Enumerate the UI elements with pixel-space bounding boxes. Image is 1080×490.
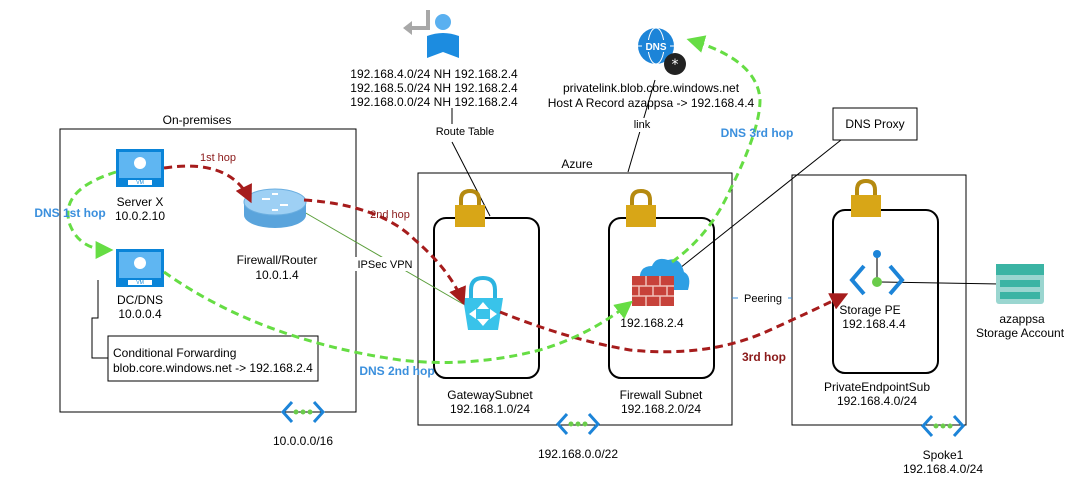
server-x-vm-icon [116,149,164,187]
router-icon [243,188,307,228]
dc-dns-ip: 10.0.0.4 [118,307,162,321]
route-table-connector [451,141,491,217]
dc-dns-name: DC/DNS [117,293,163,307]
green-path-dns1 [66,170,117,259]
server-x-ip: 10.0.2.10 [115,209,165,223]
storage-pe-name: Storage PE [839,303,900,317]
route-table-label: Route Table [436,126,495,138]
red-path-hop2 [303,198,466,306]
dns-zone-name: privatelink.blob.core.windows.net [563,81,740,95]
storage-account-icon [996,264,1044,304]
pe-subnet-name: PrivateEndpointSub [824,380,930,394]
storage-account-name: azappsa [999,312,1045,326]
gateway-subnet-lock-icon [455,188,485,227]
dns-proxy-label: DNS Proxy [845,117,904,131]
server-x-vm-badge: VM [136,180,144,186]
pe-subnet-lock-icon [851,178,881,217]
azure-firewall-icon [632,258,690,306]
conditional-forwarding-title: Conditional Forwarding [113,346,236,360]
hop-2-label: 2nd hop [370,209,410,221]
onprem-vnet-icon [280,400,326,424]
spoke-boundary [791,174,967,426]
dns-proxy-box [832,107,918,141]
dns-hop-1-label: DNS 1st hop [34,206,105,220]
dns-proxy-connector [679,139,842,269]
pe-subnet-box [832,209,939,374]
route-line-2: 192.168.5.0/24 NH 192.168.2.4 [350,81,518,95]
dns-link-label: link [634,119,651,131]
vpn-gateway-icon [463,275,503,330]
firewall-subnet-box [608,217,715,379]
svg-text:*: * [672,57,679,73]
dns-zone-icon: DNS * [638,27,686,75]
firewall-subnet-name: Firewall Subnet [620,388,703,402]
storage-pe-ip: 192.168.4.4 [842,317,906,331]
firewall-subnet-cidr: 192.168.2.0/24 [621,402,701,416]
onprem-title: On-premises [163,113,232,127]
firewall-ip: 192.168.2.4 [620,316,684,330]
azure-title: Azure [561,157,593,171]
azure-boundary [417,172,733,426]
router-name: Firewall/Router [237,253,318,267]
hop-1-label: 1st hop [200,152,236,164]
azure-vnet-cidr: 192.168.0.0/22 [538,447,618,461]
private-endpoint-icon [849,250,905,296]
hop-3-label: 3rd hop [742,350,786,364]
dc-dns-vm-icon [116,249,164,287]
dc-forwarding-connector [91,280,108,359]
green-path-dns2 [163,270,633,364]
red-path-hop1 [163,164,252,204]
route-line-3: 192.168.0.0/24 NH 192.168.2.4 [350,95,518,109]
conditional-forwarding-box [107,335,319,382]
dns-hop-2-label: DNS 2nd hop [359,364,434,378]
red-path-hop3 [499,293,849,354]
gateway-subnet-name: GatewaySubnet [447,388,533,402]
route-line-1: 192.168.4.0/24 NH 192.168.2.4 [350,67,518,81]
pe-subnet-cidr: 192.168.4.0/24 [837,394,917,408]
spoke-vnet-icon [920,414,966,438]
storage-account-type: Storage Account [976,326,1065,340]
azure-vnet-icon [555,412,601,436]
green-path-dns3 [671,35,762,264]
ipsec-vpn-label: IPSec VPN [357,259,412,271]
router-ip: 10.0.1.4 [255,268,299,282]
dns-icon-text: DNS [645,42,666,53]
server-x-name: Server X [117,195,164,209]
dc-dns-vm-badge: VM [136,280,144,286]
peering-label: Peering [744,293,782,305]
spoke-cidr: 192.168.4.0/24 [903,462,983,476]
onprem-vnet-cidr: 10.0.0.0/16 [273,434,333,448]
dns-hop-3-label: DNS 3rd hop [721,126,794,140]
dns-zone-record: Host A Record azappsa -> 192.168.4.4 [548,96,755,110]
gateway-subnet-cidr: 192.168.1.0/24 [450,402,530,416]
spoke-name: Spoke1 [923,448,964,462]
firewall-subnet-lock-icon [626,188,656,227]
route-table-icon [403,10,459,58]
conditional-forwarding-rule: blob.core.windows.net -> 192.168.2.4 [113,361,313,375]
gateway-subnet-box [433,217,540,379]
